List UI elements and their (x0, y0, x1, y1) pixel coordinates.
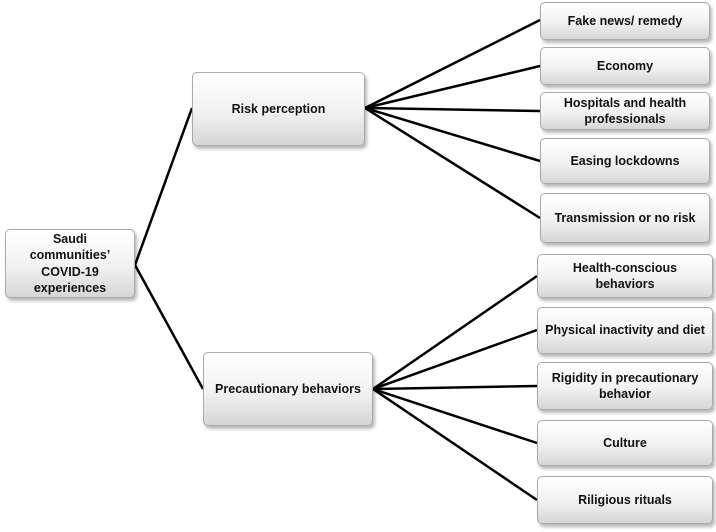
leaf-node: Rigidity in precautionary behavior (537, 362, 713, 410)
connector-line (133, 107, 194, 266)
leaf-label: Riligious rituals (578, 492, 672, 507)
leaf-label: Culture (603, 435, 647, 450)
connector-line (372, 384, 538, 391)
leaf-label: Hospitals and health professionals (563, 95, 687, 126)
leaf-node: Culture (537, 420, 713, 466)
connector-line (372, 328, 538, 391)
leaf-node: Hospitals and health professionals (540, 92, 710, 130)
connector-line (133, 264, 205, 390)
leaf-label: Fake news/ remedy (567, 13, 683, 28)
branch-label: Risk perception (231, 101, 326, 116)
connector-line (364, 106, 541, 220)
connector-line (364, 18, 541, 110)
leaf-node: Transmission or no risk (540, 193, 710, 243)
connector-line (364, 106, 541, 113)
leaf-node: Health-conscious behaviors (537, 254, 713, 298)
leaf-label: Physical inactivity and diet (545, 323, 705, 338)
leaf-node: Easing lockdowns (540, 138, 710, 184)
leaf-node: Economy (540, 47, 710, 85)
leaf-label: Health-conscious behaviors (572, 260, 678, 291)
root-label: Saudi communities’ COVID-19 experiences (29, 232, 111, 295)
branch-label: Precautionary behaviors (215, 381, 361, 396)
connector-line (372, 387, 538, 445)
branch-node-risk-perception: Risk perception (192, 72, 365, 146)
connector-line (364, 64, 541, 110)
leaf-label: Economy (596, 58, 654, 73)
connector-line (372, 387, 538, 502)
leaf-label: Transmission or no risk (554, 210, 696, 225)
leaf-label: Easing lockdowns (570, 153, 680, 168)
leaf-node: Physical inactivity and diet (537, 307, 713, 354)
branch-node-precautionary-behaviors: Precautionary behaviors (203, 352, 373, 426)
connector-line (364, 106, 541, 163)
root-node: Saudi communities’ COVID-19 experiences (5, 229, 135, 298)
connector-line (372, 274, 538, 391)
leaf-label: Rigidity in precautionary behavior (551, 370, 699, 401)
leaf-node: Riligious rituals (537, 476, 713, 524)
leaf-node: Fake news/ remedy (540, 2, 710, 40)
